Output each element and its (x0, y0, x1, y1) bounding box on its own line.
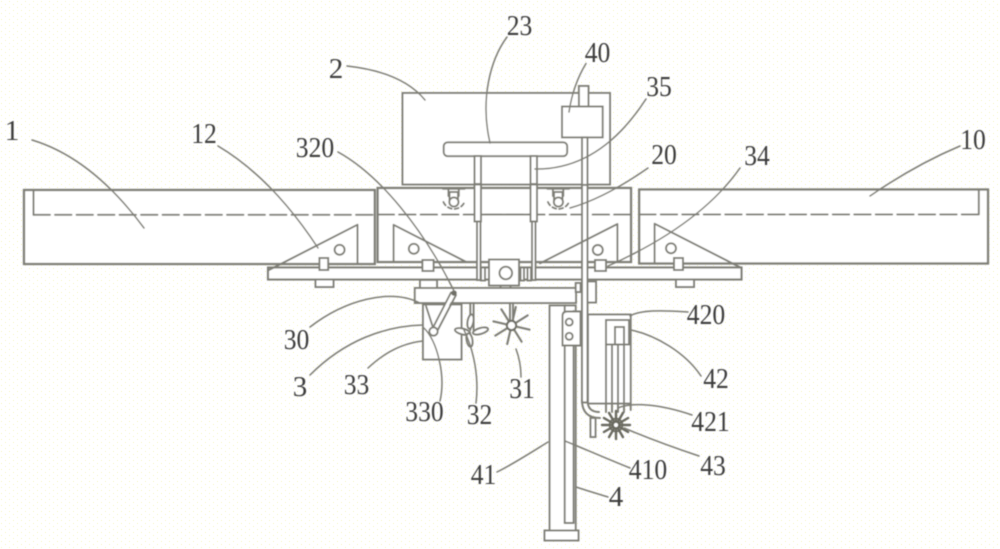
svg-text:330: 330 (405, 396, 443, 428)
svg-text:32: 32 (467, 399, 493, 431)
svg-text:41: 41 (471, 459, 497, 491)
svg-text:1: 1 (5, 115, 20, 147)
svg-text:42: 42 (703, 363, 729, 395)
svg-text:3: 3 (293, 371, 308, 403)
svg-text:30: 30 (284, 324, 310, 356)
svg-text:31: 31 (509, 373, 535, 405)
svg-text:420: 420 (687, 299, 725, 331)
svg-text:34: 34 (744, 140, 770, 172)
svg-text:12: 12 (191, 118, 217, 150)
svg-text:23: 23 (507, 10, 533, 42)
svg-text:4: 4 (609, 481, 624, 513)
svg-text:10: 10 (960, 124, 986, 156)
svg-text:43: 43 (700, 450, 726, 482)
svg-text:20: 20 (651, 139, 677, 171)
svg-text:33: 33 (344, 369, 370, 401)
svg-text:2: 2 (329, 53, 344, 85)
svg-text:40: 40 (585, 37, 611, 69)
svg-text:410: 410 (629, 454, 667, 486)
svg-text:320: 320 (296, 132, 334, 164)
svg-text:421: 421 (691, 406, 729, 438)
svg-text:35: 35 (646, 71, 672, 103)
